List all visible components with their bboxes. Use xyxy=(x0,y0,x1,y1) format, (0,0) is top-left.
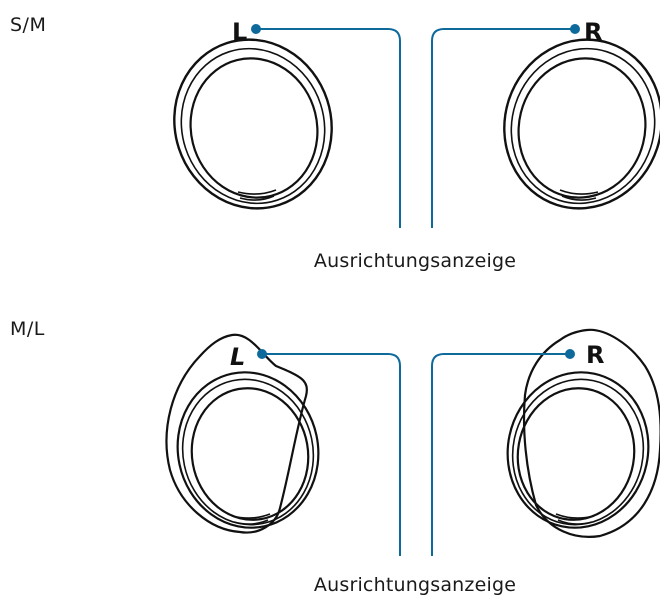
left-indicator-letter-sm: L xyxy=(232,18,247,46)
leader-line-left-ml xyxy=(262,353,401,556)
eartip-left-sm: L xyxy=(173,18,333,210)
indicator-dot-right-sm xyxy=(570,24,580,34)
size-label-sm: S/M xyxy=(10,14,47,36)
wing-tip-left xyxy=(165,333,308,534)
eartip-right-sm: R xyxy=(503,18,660,210)
caption-sm: Ausrichtungsanzeige xyxy=(313,250,517,272)
leader-line-right-ml xyxy=(431,353,570,556)
eartip-right-ml: R xyxy=(506,328,660,538)
indicator-dot-left-ml xyxy=(257,349,267,359)
size-label-ml: M/L xyxy=(10,318,45,340)
left-indicator-letter-ml: L xyxy=(230,343,245,371)
leader-line-right-sm xyxy=(431,28,575,228)
eartip-left-ml: L xyxy=(165,333,320,534)
indicator-dot-right-ml xyxy=(565,349,575,359)
right-indicator-letter-ml: R xyxy=(586,341,604,369)
indicator-dot-left-sm xyxy=(251,24,261,34)
right-indicator-letter-sm: R xyxy=(584,18,602,46)
leader-line-left-sm xyxy=(256,28,401,228)
caption-ml: Ausrichtungsanzeige xyxy=(313,574,517,596)
